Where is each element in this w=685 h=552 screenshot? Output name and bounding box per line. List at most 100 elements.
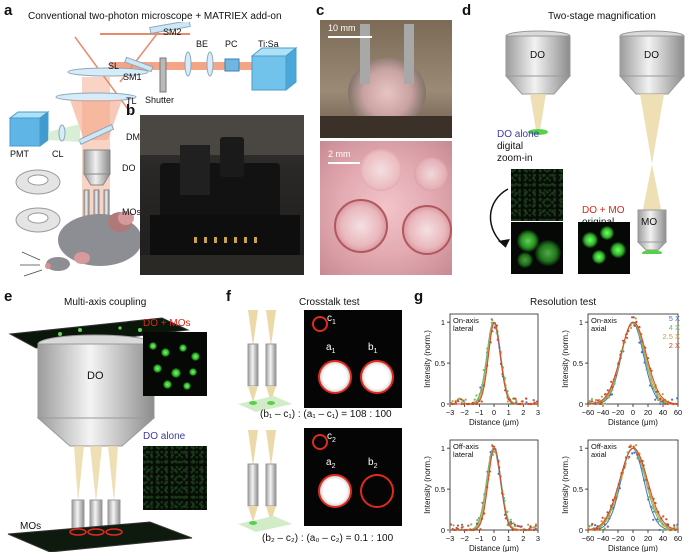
scale-bar-10mm <box>328 36 372 38</box>
data-point <box>608 514 611 518</box>
x-axis-label: Distance (μm) <box>608 544 658 552</box>
data-point <box>613 382 616 385</box>
data-point <box>623 466 626 469</box>
panel-a-title: Conventional two-photon microscope + MAT… <box>28 11 282 22</box>
data-point <box>649 495 653 498</box>
panel-e-title: Multi-axis coupling <box>64 297 147 308</box>
x-axis-label: Distance (μm) <box>469 544 519 552</box>
data-point <box>638 341 641 344</box>
microscope-photo <box>140 115 304 275</box>
data-point <box>475 394 478 397</box>
data-point <box>595 527 599 530</box>
data-point <box>659 401 662 404</box>
x-axis-label: Distance (μm) <box>469 418 519 427</box>
data-point <box>480 400 483 403</box>
two-stage-schematic <box>504 30 685 254</box>
x-tick-label: 20 <box>644 408 652 417</box>
x-tick-label: 3 <box>536 408 540 417</box>
data-point <box>635 320 638 323</box>
data-point <box>488 470 491 473</box>
data-point <box>451 400 454 403</box>
data-point <box>486 347 489 350</box>
data-point <box>658 528 661 532</box>
data-point <box>644 346 647 349</box>
y-tick-label: 1 <box>579 318 583 327</box>
data-point <box>664 402 667 406</box>
data-point <box>590 398 593 401</box>
data-point <box>671 398 674 401</box>
data-point <box>508 402 511 405</box>
data-point <box>676 523 679 526</box>
data-point <box>610 393 614 396</box>
y-tick-label: 1 <box>579 444 583 453</box>
data-point <box>587 525 590 529</box>
data-point <box>463 402 466 406</box>
data-point <box>493 445 496 448</box>
data-point <box>482 369 485 372</box>
data-point <box>620 472 623 475</box>
fit-curve-5X <box>450 447 538 531</box>
data-point <box>519 402 522 406</box>
data-point <box>664 528 667 532</box>
data-point <box>600 528 604 532</box>
data-point <box>611 498 614 502</box>
data-point <box>532 399 535 402</box>
fit-curve-2X <box>587 321 679 405</box>
data-point <box>506 523 509 527</box>
data-point <box>525 397 528 400</box>
data-point <box>453 528 456 532</box>
crosstalk-schematic <box>238 310 292 532</box>
data-point <box>455 526 458 530</box>
data-point <box>506 510 509 513</box>
legend-entry: 4 X <box>669 323 680 332</box>
data-point <box>674 528 677 532</box>
panel-subtitle: axial <box>591 450 607 459</box>
data-point <box>512 522 515 525</box>
y-axis-label: Intensity (norm.) <box>561 330 570 388</box>
data-point <box>646 357 650 360</box>
data-point <box>490 321 493 324</box>
data-point <box>598 527 601 531</box>
data-point <box>607 395 610 398</box>
data-point <box>647 498 650 501</box>
data-point <box>498 466 501 469</box>
label-sm2: SM2 <box>163 27 182 37</box>
panel-f-title: Crosstalk test <box>299 297 360 308</box>
data-point <box>622 339 625 342</box>
data-point <box>519 525 522 528</box>
data-point <box>457 398 460 401</box>
data-point <box>525 401 528 404</box>
data-point <box>650 369 653 372</box>
data-point <box>509 520 512 524</box>
scale-bar-2mm <box>328 162 360 164</box>
y-tick-label: 0.5 <box>435 485 445 494</box>
data-point <box>459 398 463 401</box>
e-do-mos-label: DO + MOs <box>143 318 191 329</box>
data-point <box>645 478 648 481</box>
data-point <box>478 393 481 396</box>
data-point <box>509 518 512 521</box>
x-tick-label: −20 <box>612 408 625 417</box>
panel-d-title: Two-stage magnification <box>548 11 656 22</box>
label-shutter: Shutter <box>145 95 175 105</box>
data-point <box>527 523 530 526</box>
data-point <box>508 398 512 401</box>
fit-curve-25X <box>450 321 538 405</box>
data-point <box>594 402 597 406</box>
x-tick-label: 60 <box>674 408 682 417</box>
data-point <box>638 460 641 463</box>
fit-curve-5X <box>450 321 538 405</box>
data-point <box>470 528 473 532</box>
data-point <box>456 524 459 527</box>
data-point <box>633 451 636 454</box>
x-tick-label: −60 <box>582 534 595 543</box>
data-point <box>603 523 606 526</box>
data-point <box>591 522 594 526</box>
data-point <box>630 326 633 330</box>
data-point <box>651 385 654 389</box>
data-point <box>673 526 676 529</box>
data-point <box>659 397 662 401</box>
label-do: DO <box>122 163 136 173</box>
label-sl: SL <box>108 61 120 71</box>
